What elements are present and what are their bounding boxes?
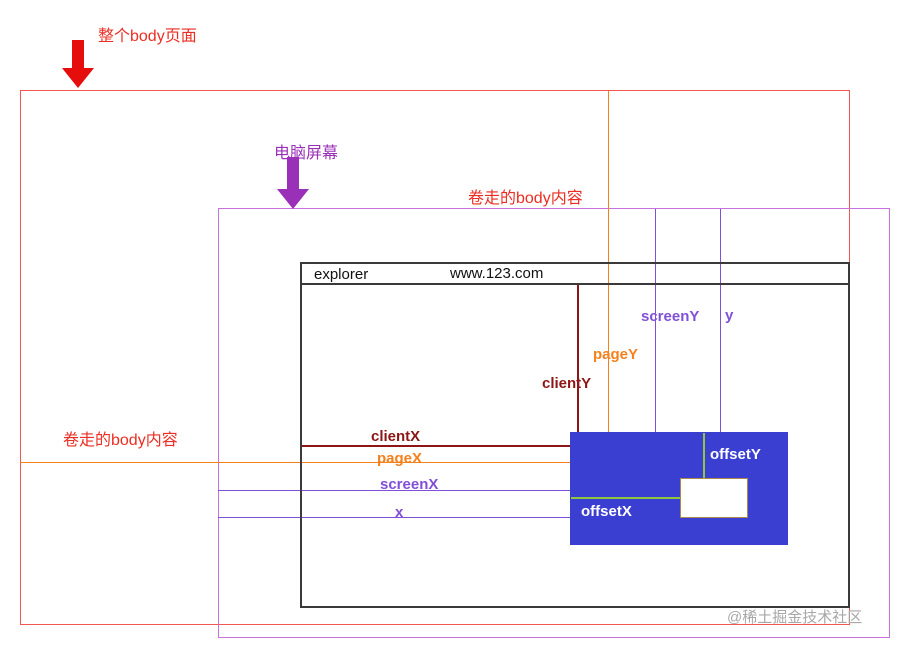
pagey-label: pageY <box>593 346 639 363</box>
clienty-line <box>577 285 579 435</box>
screeny-label: screenY <box>641 308 700 325</box>
scrolled-body-left-label: 卷走的body内容 <box>63 432 178 449</box>
screeny-line <box>655 209 656 439</box>
pagey-line <box>608 91 609 441</box>
target-element-rect <box>570 432 788 545</box>
browser-titlebar: explorer www.123.com <box>302 264 848 285</box>
pagex-label: pageX <box>377 450 423 467</box>
screenx-line <box>218 490 570 491</box>
offsety-label: offsetY <box>710 446 761 463</box>
x-line <box>218 517 570 518</box>
body-page-label: 整个body页面 <box>98 28 197 45</box>
screen-rect <box>218 208 890 638</box>
browser-address-text: www.123.com <box>450 265 544 282</box>
inner-pointer-box <box>680 478 748 518</box>
y-line <box>720 209 721 439</box>
pagex-line <box>20 462 570 463</box>
offsetx-line <box>571 497 680 499</box>
browser-app-name: explorer <box>314 266 369 283</box>
clienty-label: clientY <box>542 375 592 392</box>
offsetx-label: offsetX <box>581 503 632 520</box>
x-label: x <box>395 504 404 521</box>
browser-window-rect: explorer www.123.com <box>300 262 850 608</box>
purple-down-arrow-icon <box>277 157 309 209</box>
offsety-line <box>703 433 705 478</box>
watermark-text: @稀土掘金技术社区 <box>727 609 863 626</box>
red-down-arrow-icon <box>62 40 94 88</box>
y-label: y <box>725 307 734 324</box>
clientx-label: clientX <box>371 428 421 445</box>
scrolled-body-top-label: 卷走的body内容 <box>468 190 583 207</box>
clientx-line <box>300 445 570 447</box>
screenx-label: screenX <box>380 476 439 493</box>
